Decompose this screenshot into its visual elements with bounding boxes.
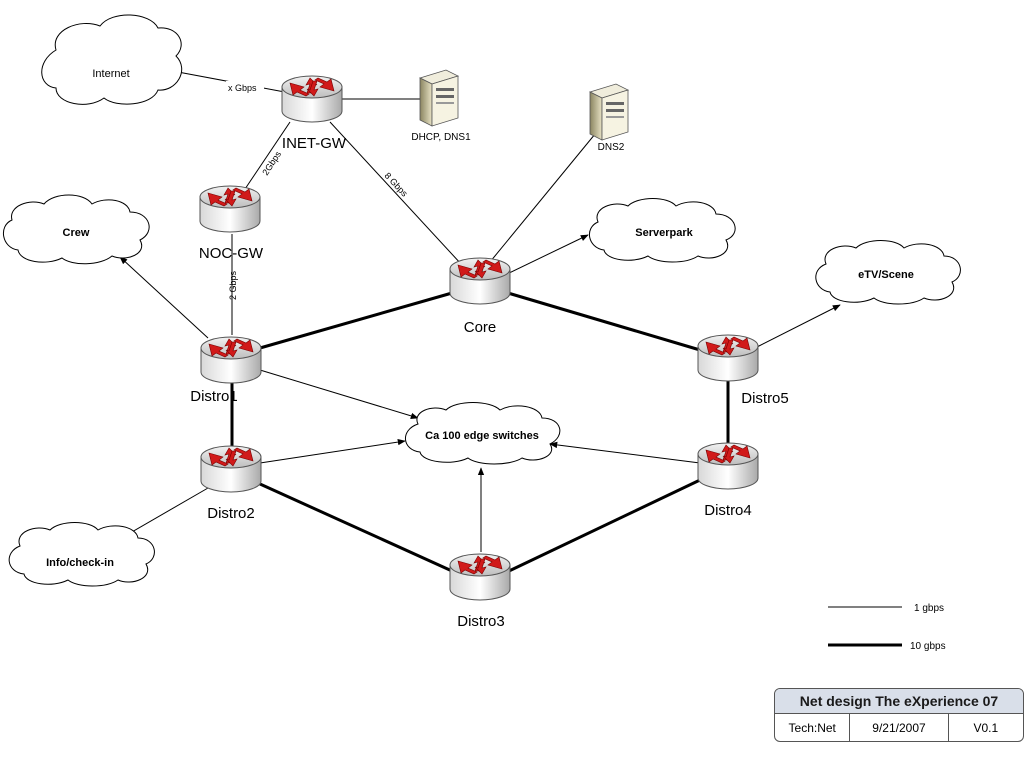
link-label-gw-core: 8 Gbps [383,171,410,199]
cloud-label-serverpark: Serverpark [635,227,693,239]
link-label-noc-distro1: 2 Gbps [228,270,238,300]
link-core-distro1 [259,291,453,350]
title-block-row: Tech:Net 9/21/2007 V0.1 [775,714,1023,741]
router-distro3: Distro3 [449,553,511,630]
router-label-core: Core [464,319,497,336]
cloud-label-crew: Crew [63,227,90,239]
link-label-gw-noc: 2Gbps [260,149,283,177]
title-block-author: Tech:Net [775,714,851,741]
link-distro2-edge [259,438,406,464]
router-distro5: Distro5 [697,334,789,407]
cloud-info: Info/check-in [8,522,155,587]
link-inetgw-nocgw [242,121,291,193]
router-distro2: Distro2 [200,445,262,522]
router-label-distro5: Distro5 [741,390,789,407]
server-label-dns2: DNS2 [598,142,625,153]
router-label-distro4: Distro4 [704,502,752,519]
cloud-label-etv: eTV/Scene [858,269,914,281]
link-core-serverpark [506,234,589,275]
title-block: Net design The eXperience 07 Tech:Net 9/… [774,688,1024,742]
link-distro5-etv [756,304,841,348]
cloud-label-internet: Internet [92,68,129,80]
link-distro2-distro3 [259,482,453,573]
legend-thin-label: 1 gbps [914,603,944,614]
router-label-inet-gw: INET-GW [282,135,347,152]
cloud-label-info: Info/check-in [46,557,114,569]
title-block-version: V0.1 [973,720,999,735]
router-noc-gw: NOC-GW [199,185,264,262]
server-dhcp-dns1: DHCP, DNS1 [411,69,471,143]
router-label-noc-gw: NOC-GW [199,245,264,262]
link-distro1-edge [259,369,419,419]
legend: 1 gbps 10 gbps [828,603,946,652]
legend-thick-label: 10 gbps [910,641,946,652]
router-core: Core [449,257,511,336]
server-label-dhcp-dns1: DHCP, DNS1 [411,132,471,143]
router-inet-gw: INET-GW [281,75,347,152]
link-inetgw-core [329,121,463,266]
router-distro1: Distro1 [190,336,262,405]
cloud-crew: Crew [3,194,150,265]
title-block-date: 9/21/2007 [850,714,949,741]
link-core-dns2 [489,127,601,263]
server-dns2: DNS2 [589,83,629,153]
link-distro1-crew [119,256,209,339]
cloud-label-edge: Ca 100 edge switches [425,430,539,442]
link-distro4-edge [549,441,701,464]
link-distro4-distro3 [508,478,701,573]
cloud-edge-switches: Ca 100 edge switches [405,402,561,465]
cloud-internet: Internet [41,14,183,105]
title-block-title: Net design The eXperience 07 [775,689,1023,714]
router-label-distro2: Distro2 [207,505,255,522]
link-core-distro5 [507,291,701,352]
router-label-distro3: Distro3 [457,613,505,630]
cloud-serverpark: Serverpark [589,198,736,263]
cloud-etv: eTV/Scene [815,240,961,305]
router-label-distro1: Distro1 [190,388,238,405]
router-distro4: Distro4 [697,442,759,519]
link-label-internet: x Gbps [228,83,257,93]
